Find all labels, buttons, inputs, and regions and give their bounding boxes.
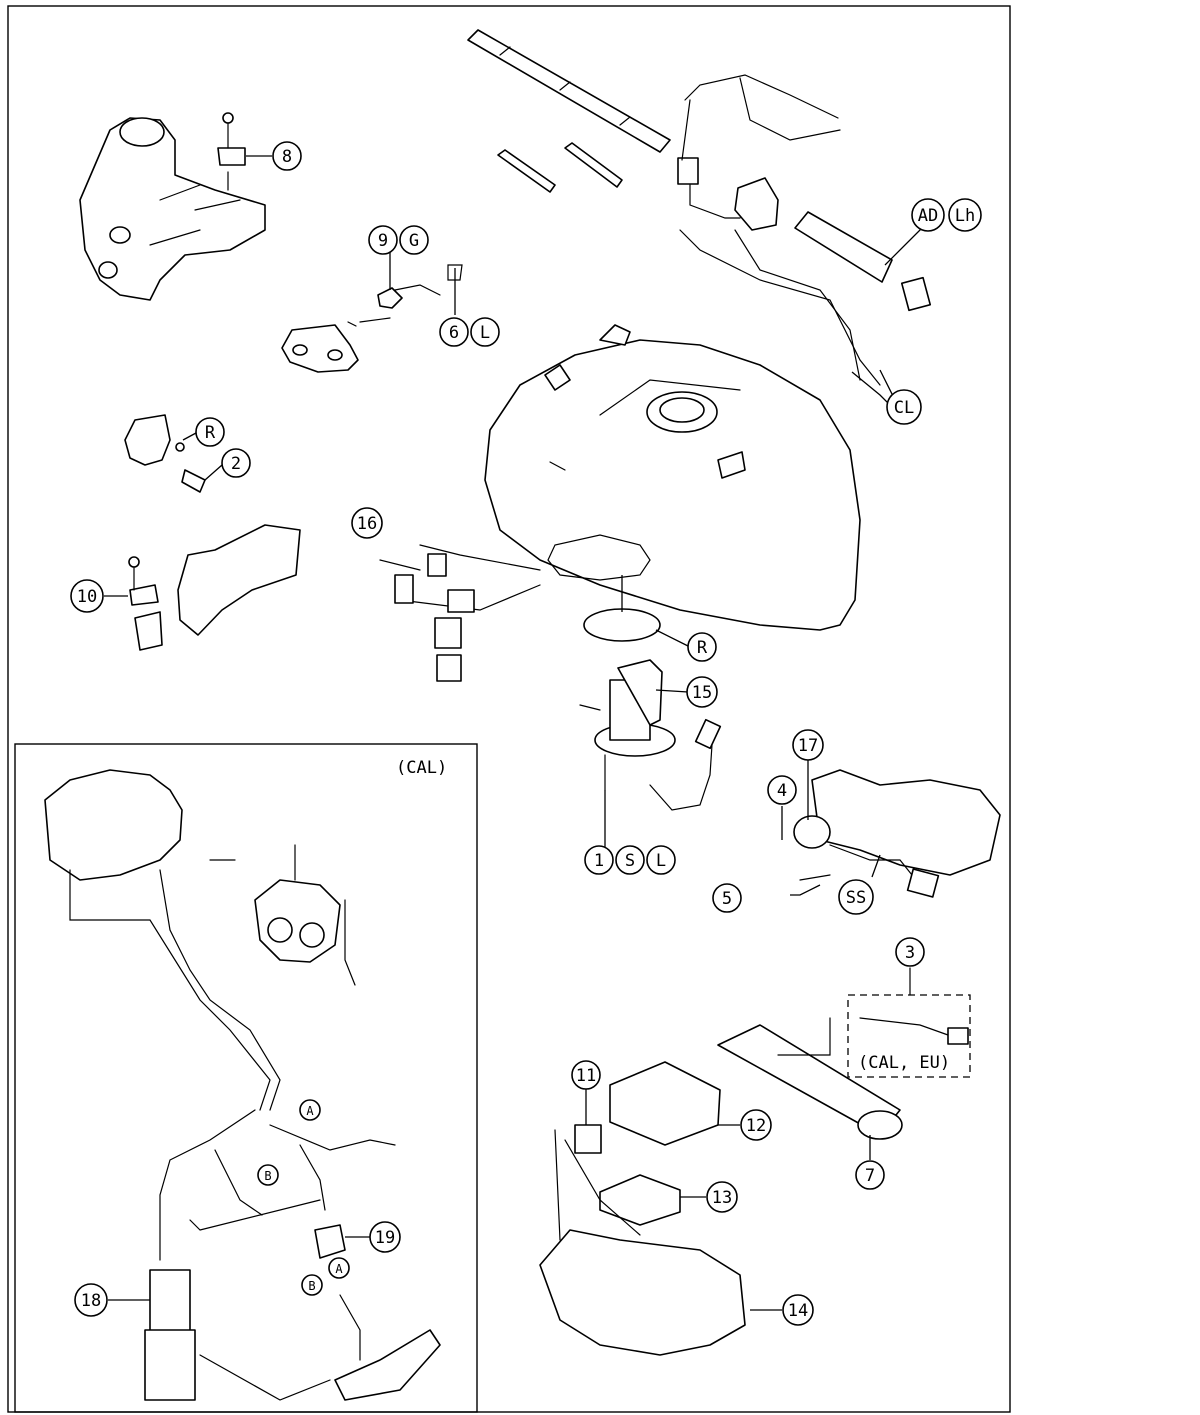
svg-text:R: R xyxy=(697,638,708,658)
svg-text:S: S xyxy=(625,851,635,871)
callout-15: 15 xyxy=(686,676,718,708)
callout-L-6: L xyxy=(470,317,500,347)
svg-text:15: 15 xyxy=(692,683,712,703)
svg-text:9: 9 xyxy=(378,231,388,251)
bracket-8 xyxy=(217,112,246,191)
svg-text:R: R xyxy=(205,423,216,443)
callout-7: 7 xyxy=(855,1160,885,1190)
inset-label: (CAL) xyxy=(396,758,447,778)
fuel-tank xyxy=(484,324,861,631)
sensor-17-area xyxy=(793,769,1001,898)
callout-R-top: R xyxy=(195,417,225,447)
callout-SS: SS xyxy=(838,879,874,915)
callout-11: 11 xyxy=(571,1060,601,1090)
option-label: (CAL, EU) xyxy=(858,1053,950,1073)
callout-8: 8 xyxy=(272,141,302,171)
tank-straps xyxy=(497,142,623,193)
tank-o-ring xyxy=(583,608,661,642)
callout-B-lower: B xyxy=(301,1274,323,1296)
sensor-bracket-9 xyxy=(281,264,463,373)
svg-text:8: 8 xyxy=(282,147,292,167)
callout-A-upper: A xyxy=(299,1099,321,1121)
callout-5: 5 xyxy=(712,883,742,913)
left-grip xyxy=(794,211,932,312)
callout-L-1: L xyxy=(646,845,676,875)
callout-19: 19 xyxy=(369,1221,401,1253)
svg-text:A: A xyxy=(306,1104,314,1118)
callout-18: 18 xyxy=(74,1283,108,1317)
callout-AD: AD xyxy=(911,198,945,232)
callout-16: 16 xyxy=(351,507,383,539)
cal-inset xyxy=(14,743,478,1413)
callout-10: 10 xyxy=(70,579,104,613)
svg-text:10: 10 xyxy=(77,587,97,607)
battery-case-14 xyxy=(539,1129,746,1356)
callout-R-tank: R xyxy=(687,632,717,662)
svg-text:AD: AD xyxy=(918,206,938,226)
callout-6: 6 xyxy=(439,317,469,347)
svg-text:L: L xyxy=(480,323,490,343)
svg-text:13: 13 xyxy=(712,1188,732,1208)
callout-3: 3 xyxy=(895,937,925,967)
svg-text:18: 18 xyxy=(81,1291,101,1311)
svg-text:Lh: Lh xyxy=(955,206,975,226)
svg-text:14: 14 xyxy=(788,1301,808,1321)
diagram-frame xyxy=(7,5,1011,1413)
callout-G: G xyxy=(399,225,429,255)
wiring-harness xyxy=(379,544,541,682)
frame-head-section xyxy=(79,117,266,301)
fuel-pump xyxy=(579,659,722,811)
callout-2: 2 xyxy=(221,448,251,478)
callout-13: 13 xyxy=(706,1181,738,1213)
callout-17: 17 xyxy=(792,729,824,761)
bracket-10 xyxy=(128,524,301,651)
svg-text:CL: CL xyxy=(894,398,914,418)
o2-sensor-3 xyxy=(847,967,971,1078)
svg-text:3: 3 xyxy=(905,943,915,963)
callout-4: 4 xyxy=(767,775,797,805)
svg-text:A: A xyxy=(335,1262,343,1276)
sensor-2-housing xyxy=(124,414,206,493)
exhaust-pipe-7 xyxy=(717,1017,903,1140)
svg-text:11: 11 xyxy=(576,1066,596,1086)
svg-text:5: 5 xyxy=(722,889,732,909)
svg-text:6: 6 xyxy=(449,323,459,343)
svg-text:L: L xyxy=(656,851,666,871)
svg-text:4: 4 xyxy=(777,781,787,801)
callout-A-lower: A xyxy=(328,1257,350,1279)
ecu-12 xyxy=(609,1061,721,1146)
svg-text:16: 16 xyxy=(357,514,377,534)
svg-text:SS: SS xyxy=(846,888,866,908)
relay-11 xyxy=(574,1124,602,1154)
callout-Lh: Lh xyxy=(948,198,982,232)
svg-text:7: 7 xyxy=(865,1166,875,1186)
svg-text:1: 1 xyxy=(594,851,604,871)
callout-12: 12 xyxy=(740,1109,772,1141)
left-handle-switch xyxy=(677,74,881,386)
callout-1: 1 xyxy=(584,845,614,875)
svg-text:2: 2 xyxy=(231,454,241,474)
ecu-13 xyxy=(599,1174,681,1226)
callout-S: S xyxy=(615,845,645,875)
handlebar-tube xyxy=(467,29,671,153)
svg-text:17: 17 xyxy=(798,736,818,756)
svg-text:19: 19 xyxy=(375,1228,395,1248)
svg-text:G: G xyxy=(409,231,419,251)
svg-text:12: 12 xyxy=(746,1116,766,1136)
svg-text:B: B xyxy=(264,1169,271,1183)
callout-CL: CL xyxy=(886,389,922,425)
callout-14: 14 xyxy=(782,1294,814,1326)
svg-text:B: B xyxy=(308,1279,315,1293)
callout-B-upper: B xyxy=(257,1164,279,1186)
callout-9: 9 xyxy=(368,225,398,255)
